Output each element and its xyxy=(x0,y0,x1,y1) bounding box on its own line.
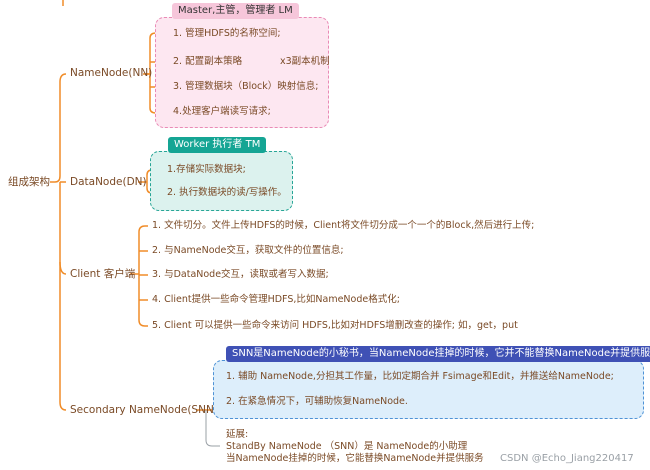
namenode-item-1: 1. 管理HDFS的名称空间; xyxy=(173,28,281,39)
snn-tag: SNN是NameNode的小秘书，当NameNode挂掉的时候，它并不能替换Na… xyxy=(226,346,650,362)
namenode-item-3: 3. 管理数据块（Block）映射信息; xyxy=(173,81,319,92)
root-label: 组成架构 xyxy=(8,176,50,188)
namenode-item-2: 2. 配置副本策略 xyxy=(173,56,243,67)
snn-label: Secondary NameNode(SNN) xyxy=(70,404,218,416)
snn-ext-title: 延展: xyxy=(226,429,249,440)
watermark: CSDN @Echo_Jiang220417 xyxy=(500,453,634,464)
namenode-tag: Master,主管，管理者 LM xyxy=(172,3,299,19)
client-item-5: 5. Client 可以提供一些命令来访问 HDFS,比如对HDFS增删改查的操… xyxy=(152,320,518,331)
snn-ext-line-2: 当NameNode挂掉的时候，它能替换NameNode并提供服务 xyxy=(226,453,484,464)
snn-box xyxy=(213,360,644,419)
datanode-tag: Worker 执行者 TM xyxy=(168,137,267,153)
snn-ext-line-1: StandBy NameNode （SNN）是 NameNode的小助理 xyxy=(226,441,468,452)
datanode-box xyxy=(150,151,293,211)
datanode-item-1: 1.存储实际数据块; xyxy=(167,164,246,175)
datanode-item-2: 2. 执行数据块的读/写操作。 xyxy=(167,187,287,198)
client-label: Client 客户端 xyxy=(70,268,136,280)
replica-note: x3副本机制 xyxy=(280,56,330,67)
datanode-label: DataNode(DN) xyxy=(70,176,147,188)
client-item-4: 4. Client提供一些命令管理HDFS,比如NameNode格式化; xyxy=(152,294,400,305)
snn-item-1: 1. 辅助 NameNode,分担其工作量，比如定期合并 Fsimage和Edi… xyxy=(226,371,614,382)
client-item-3: 3. 与DataNode交互，读取或者写入数据; xyxy=(152,269,329,280)
namenode-box xyxy=(155,17,329,128)
client-item-1: 1. 文件切分。文件上传HDFS的时候，Client将文件切分成一个一个的Blo… xyxy=(152,220,535,231)
snn-item-2: 2. 在紧急情况下，可辅助恢复NameNode. xyxy=(226,396,408,407)
client-item-2: 2. 与NameNode交互，获取文件的位置信息; xyxy=(152,245,344,256)
namenode-item-4: 4.处理客户端读写请求; xyxy=(173,106,271,117)
namenode-label: NameNode(NN) xyxy=(70,67,153,79)
